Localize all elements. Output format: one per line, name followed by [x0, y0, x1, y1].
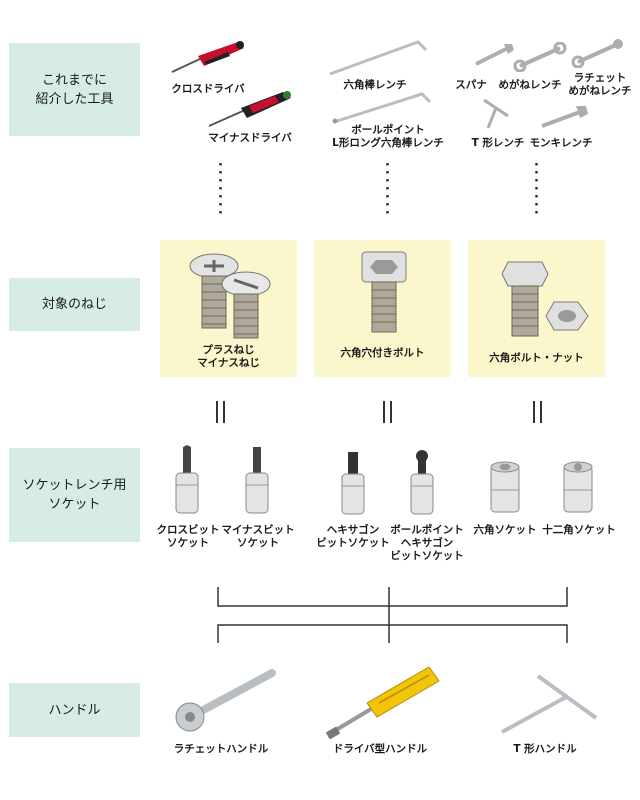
row-label-tools: これまでに 紹介した工具 — [9, 43, 140, 136]
box-wrench-icon — [512, 42, 568, 72]
ball-point-hex-bit-socket-icon — [407, 448, 437, 516]
dotted-connector-1 — [219, 163, 222, 218]
driver-type-handle-icon — [325, 663, 443, 739]
t-wrench-icon — [478, 96, 518, 132]
ball-point-hex-bit-socket-label: ボールポイント ヘキサゴン ビットソケット — [390, 524, 464, 562]
socket-head-bolt-label: 六角穴付きボルト — [340, 347, 425, 359]
ratchet-box-wrench-icon — [570, 38, 626, 68]
hex-bit-socket-label: ヘキサゴン ビットソケット — [316, 524, 390, 549]
plus-screw-icon — [186, 250, 276, 340]
ratchet-handle-icon — [168, 665, 284, 735]
equals-sign-3 — [531, 401, 545, 423]
hex-socket-label: 六角ソケット — [473, 524, 537, 536]
ball-point-hex-key-icon — [330, 90, 434, 126]
hex-bit-socket-icon — [338, 450, 368, 516]
equals-sign-1 — [214, 401, 228, 423]
equals-sign-2 — [381, 401, 395, 423]
row-label-screws: 対象のねじ — [9, 278, 140, 331]
plus-minus-screw-label: プラスねじ マイナスねじ — [197, 344, 260, 369]
cross-driver-label: クロスドライバ — [171, 83, 245, 95]
monkey-wrench-label: モンキレンチ — [529, 137, 593, 149]
hex-key-label: 六角棒レンチ — [343, 79, 407, 91]
cross-driver-icon — [168, 40, 248, 76]
twelve-point-socket-icon — [561, 460, 595, 516]
spanner-icon — [470, 42, 516, 68]
hex-bolt-nut-label: 六角ボルト・ナット — [489, 352, 584, 364]
row-label-handles: ハンドル — [9, 683, 140, 737]
spanner-label: スパナ — [455, 79, 487, 91]
bracket-connector — [217, 587, 568, 643]
socket-head-bolt-icon — [356, 248, 412, 336]
minus-bit-socket-icon — [242, 445, 272, 517]
ball-point-label: ボールポイント L形ロング六角棒レンチ — [332, 124, 444, 149]
cross-bit-socket-icon — [172, 445, 202, 517]
dotted-connector-3 — [535, 163, 538, 218]
hex-bolt-nut-icon — [498, 256, 594, 340]
hex-socket-icon — [488, 460, 522, 516]
t-handle-icon — [496, 668, 604, 736]
row-label-sockets: ソケットレンチ用 ソケット — [9, 448, 140, 542]
ratchet-box-wrench-label: ラチェット めがねレンチ — [568, 72, 632, 97]
hex-key-icon — [326, 38, 430, 78]
twelve-point-socket-label: 十二角ソケット — [542, 524, 616, 536]
box-wrench-label: めがねレンチ — [498, 79, 562, 91]
minus-driver-icon — [205, 88, 295, 130]
driver-type-handle-label: ドライバ型ハンドル — [332, 743, 428, 755]
monkey-wrench-icon — [536, 104, 592, 132]
ratchet-handle-label: ラチェットハンドル — [173, 743, 269, 755]
dotted-connector-2 — [386, 163, 389, 218]
t-handle-label: T 形ハンドル — [513, 743, 577, 755]
minus-driver-label: マイナスドライバ — [208, 132, 292, 144]
minus-bit-socket-label: マイナスビット ソケット — [221, 524, 295, 549]
t-wrench-label: T 形レンチ — [471, 137, 525, 149]
cross-bit-socket-label: クロスビット ソケット — [156, 524, 220, 549]
